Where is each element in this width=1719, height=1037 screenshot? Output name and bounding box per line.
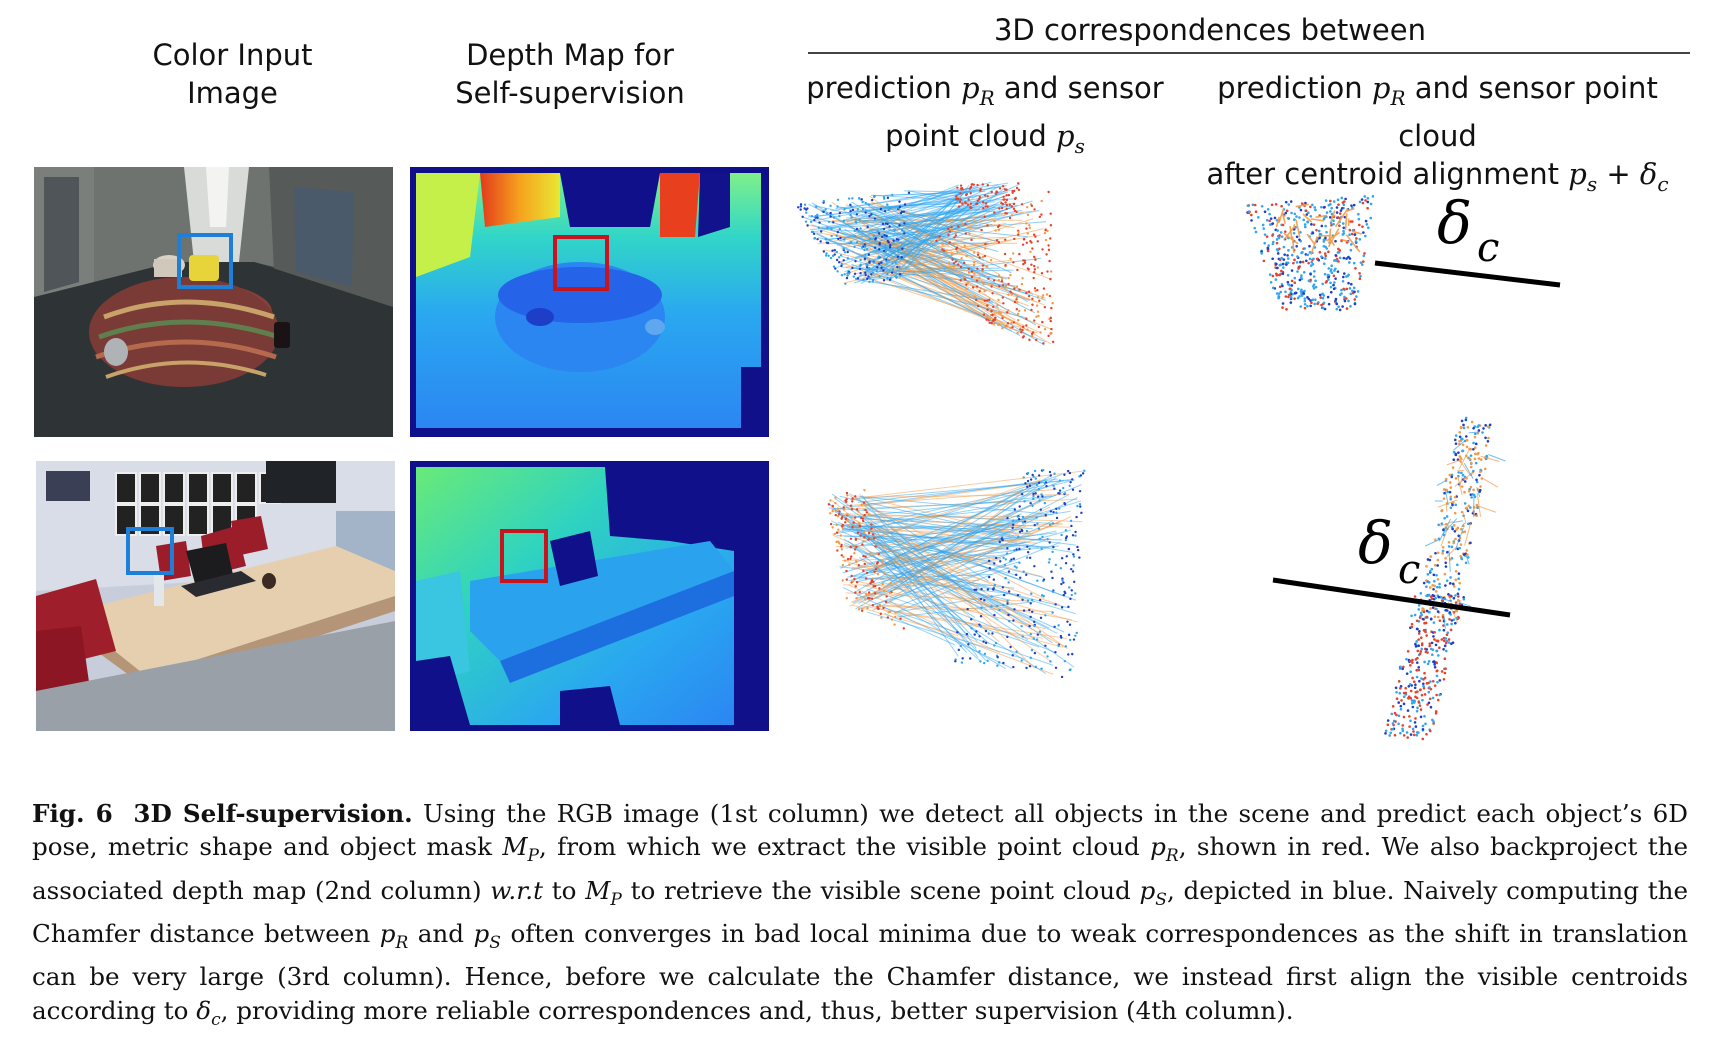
correspondences-row2-col4: δ c (1265, 415, 1635, 745)
point-cloud-svg-r2c4: δ c (1265, 415, 1635, 745)
delta-c-sub-row1: c (1477, 225, 1499, 271)
delta-c-label-row1: δ (1437, 189, 1472, 257)
correspondence-lines-r1c3 (803, 182, 1052, 345)
header-rule (808, 52, 1690, 54)
caption-math-p3: p (380, 919, 396, 948)
caption-math-p2: p (1140, 876, 1156, 905)
header-depth-map: Depth Map for Self-supervision (440, 36, 700, 112)
caption-text-5: to retrieve the visible scene point clou… (622, 876, 1140, 905)
caption-math-M: M (502, 832, 527, 861)
rgb-image-row1 (34, 167, 393, 437)
correspondences-row2-col3 (825, 470, 1205, 710)
delta-vector-row2 (1273, 580, 1510, 615)
header-col3-line1: prediction pR and sensor (800, 69, 1170, 117)
caption-text-4: to (543, 876, 585, 905)
header-col3-line2: point cloud ps (800, 117, 1170, 165)
correspondences-row1-col4: δ c (1225, 185, 1625, 335)
delta-c-label-row2: δ (1358, 509, 1393, 577)
caption-math-S4: S (489, 933, 501, 953)
depth-map-row2 (410, 461, 769, 731)
caption-math-c: c (211, 1010, 221, 1030)
caption-text-7: and (408, 919, 473, 948)
header-col4: prediction pR and sensor point cloud aft… (1185, 69, 1690, 203)
caption-title: 3D Self-supervision. (133, 799, 412, 828)
caption-math-p1: p (1150, 832, 1166, 861)
header-col3: prediction pR and sensor point cloud ps (800, 69, 1170, 165)
caption-text-9: , providing more reliable correspondence… (221, 996, 1294, 1025)
caption-math-R1: R (1166, 846, 1179, 866)
caption-math-p4: p (474, 919, 490, 948)
caption-math-M2: M (585, 876, 610, 905)
header-color-input-line1: Color Input (130, 36, 335, 74)
point-cloud-svg-r2c3 (825, 470, 1205, 710)
figure-caption: Fig. 6 3D Self-supervision. Using the RG… (32, 797, 1688, 1037)
caption-math-R3: R (395, 933, 408, 953)
caption-math-P: P (528, 846, 539, 866)
caption-math-S2: S (1155, 890, 1167, 910)
header-depth-map-line1: Depth Map for (440, 36, 700, 74)
caption-wrt: w.r.t (490, 876, 543, 905)
header-color-input-line2: Image (130, 74, 335, 112)
points-r1c4 (1246, 195, 1374, 311)
header-3d-correspondences: 3D correspondences between (960, 11, 1460, 49)
header-depth-map-line2: Self-supervision (440, 74, 700, 112)
rgb-image-row2 (36, 461, 395, 731)
caption-math-delta: δ (196, 996, 211, 1025)
header-color-input: Color Input Image (130, 36, 335, 112)
header-col4-line1: prediction pR and sensor point cloud (1185, 69, 1690, 155)
caption-math-P2: P (610, 890, 621, 910)
point-cloud-svg-r1c4: δ c (1225, 185, 1625, 335)
caption-fig-number: Fig. 6 (32, 799, 113, 828)
delta-c-sub-row2: c (1398, 547, 1420, 593)
caption-text-2: , from which we extract the visible poin… (539, 832, 1150, 861)
delta-vector-row1 (1375, 263, 1560, 285)
depth-map-row1 (410, 167, 769, 437)
correspondences-row1-col3 (790, 185, 1170, 400)
point-cloud-svg-r1c3 (790, 185, 1170, 400)
